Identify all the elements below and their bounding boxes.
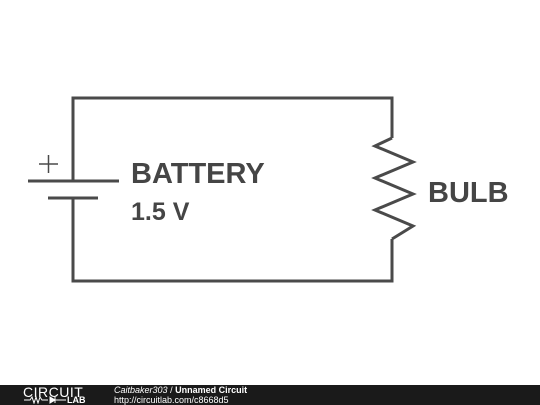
battery-voltage-label: 1.5 V <box>131 198 190 226</box>
battery-plus-sign <box>39 155 58 173</box>
circuit-schematic <box>28 96 417 283</box>
meta-separator: / <box>170 385 173 395</box>
logo-wordmark-bottom: LAB <box>67 395 86 405</box>
wire-top <box>71 96 394 181</box>
footer-bar: CIRCUIT LAB Caitbaker303 / Unnamed Circu… <box>0 384 540 405</box>
bulb-label: BULB <box>428 177 509 209</box>
wire-bottom <box>71 198 394 283</box>
circuitlab-logo[interactable]: CIRCUIT LAB <box>22 384 94 405</box>
bulb-resistor-symbol <box>371 136 417 241</box>
circuit-url-link[interactable]: http://circuitlab.com/c8668d5 <box>114 395 229 405</box>
circuit-title[interactable]: Unnamed Circuit <box>175 385 248 395</box>
author-link[interactable]: Caitbaker303 <box>114 385 168 395</box>
logo-resistor-icon <box>24 395 66 404</box>
circuit-meta: Caitbaker303 / Unnamed Circuit http://ci… <box>114 386 247 405</box>
battery-label: BATTERY <box>131 158 265 190</box>
logo-wordmark-top: CIRCUIT <box>23 384 84 400</box>
